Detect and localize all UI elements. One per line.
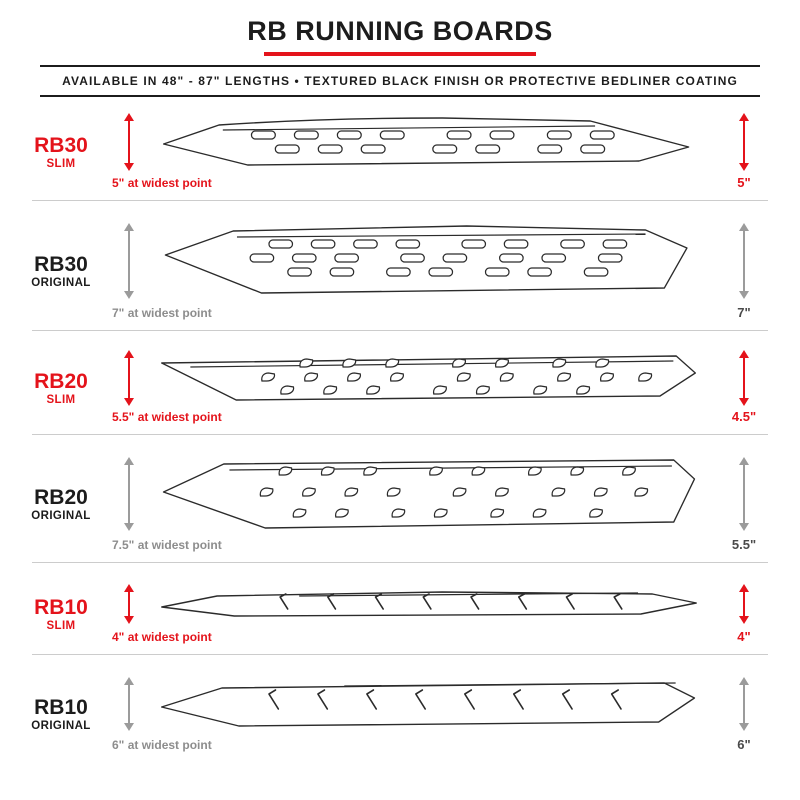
height-note: 4" (737, 629, 751, 644)
model-name: RB20 (34, 370, 88, 394)
height-note: 6" (737, 737, 751, 752)
height-arrow-left-icon (124, 350, 134, 406)
model-name: RB10 (34, 596, 88, 620)
board-cell (146, 456, 712, 532)
variant-name: ORIGINAL (31, 277, 91, 290)
height-arrow-right-icon (739, 584, 749, 624)
height-arrow-right-icon (739, 457, 749, 531)
right-arrow-cell (712, 223, 776, 299)
height-arrow-left-icon (124, 113, 134, 171)
header-rule-top (40, 65, 760, 67)
board-drawing-rb30-original (164, 225, 688, 294)
width-note: 7.5" at widest point (112, 538, 222, 552)
product-label: RB20 ORIGINAL (10, 487, 112, 522)
model-name: RB20 (34, 486, 88, 510)
right-arrow-cell (712, 350, 776, 406)
right-arrow-cell (712, 584, 776, 624)
header-rule-bottom (40, 95, 760, 97)
left-arrow-cell (112, 584, 146, 624)
height-arrow-right-icon (739, 113, 749, 171)
title-underline (264, 52, 536, 56)
height-note: 7" (737, 305, 751, 320)
product-label: RB10 ORIGINAL (10, 697, 112, 732)
product-label: RB20 SLIM (10, 371, 112, 406)
row-rb20-slim: RB20 SLIM (0, 337, 800, 428)
right-arrow-cell (712, 457, 776, 531)
width-note: 5" at widest point (112, 176, 212, 190)
board-cell (146, 584, 712, 624)
left-arrow-cell (112, 350, 146, 406)
row-divider (32, 330, 768, 331)
height-arrow-left-icon (124, 223, 134, 299)
variant-name: SLIM (46, 158, 76, 171)
height-arrow-left-icon (124, 677, 134, 731)
board-drawing-rb20-original (162, 459, 696, 529)
board-cell (146, 676, 712, 732)
height-arrow-right-icon (739, 677, 749, 731)
right-arrow-cell (712, 113, 776, 171)
variant-name: ORIGINAL (31, 510, 91, 523)
height-arrow-left-icon (124, 457, 134, 531)
height-arrow-right-icon (739, 350, 749, 406)
board-drawing-rb30-slim (162, 117, 690, 166)
right-arrow-cell (712, 677, 776, 731)
height-arrow-left-icon (124, 584, 134, 624)
row-rb30-original: RB30 ORIGINAL (0, 207, 800, 324)
board-drawing-rb10-slim (161, 591, 697, 617)
row-rb10-slim: RB10 SLIM 4" at wide (0, 569, 800, 648)
height-note: 4.5" (731, 409, 757, 424)
product-rows: RB30 SLIM 5" (0, 97, 800, 756)
page-subtitle: AVAILABLE IN 48" - 87" LENGTHS • TEXTURE… (62, 74, 738, 88)
model-name: RB30 (34, 134, 88, 158)
board-drawing-rb20-slim (161, 355, 696, 401)
height-note: 5.5" (731, 537, 757, 552)
height-arrow-right-icon (739, 223, 749, 299)
board-cell (146, 222, 712, 300)
page-title: RB RUNNING BOARDS (247, 16, 553, 46)
page: RB RUNNING BOARDS AVAILABLE IN 48" - 87"… (0, 16, 800, 756)
width-note: 6" at widest point (112, 738, 212, 752)
variant-name: SLIM (46, 620, 76, 633)
row-divider (32, 200, 768, 201)
variant-name: ORIGINAL (31, 720, 91, 733)
row-rb10-original: RB10 ORIGINAL 6" at (0, 661, 800, 756)
left-arrow-cell (112, 457, 146, 531)
width-note: 5.5" at widest point (112, 410, 222, 424)
row-divider (32, 434, 768, 435)
row-rb30-slim: RB30 SLIM 5" (0, 99, 800, 194)
product-label: RB30 SLIM (10, 135, 112, 170)
row-divider (32, 654, 768, 655)
height-note: 5" (737, 175, 751, 190)
model-name: RB10 (34, 696, 88, 720)
row-divider (32, 562, 768, 563)
product-label: RB30 ORIGINAL (10, 254, 112, 289)
board-drawing-rb10-original (160, 682, 696, 727)
left-arrow-cell (112, 113, 146, 171)
left-arrow-cell (112, 677, 146, 731)
variant-name: SLIM (46, 394, 76, 407)
left-arrow-cell (112, 223, 146, 299)
model-name: RB30 (34, 253, 88, 277)
row-rb20-original: RB20 ORIGINAL (0, 441, 800, 556)
product-label: RB10 SLIM (10, 597, 112, 632)
board-cell (146, 114, 712, 170)
width-note: 4" at widest point (112, 630, 212, 644)
width-note: 7" at widest point (112, 306, 212, 320)
board-cell (146, 352, 712, 404)
